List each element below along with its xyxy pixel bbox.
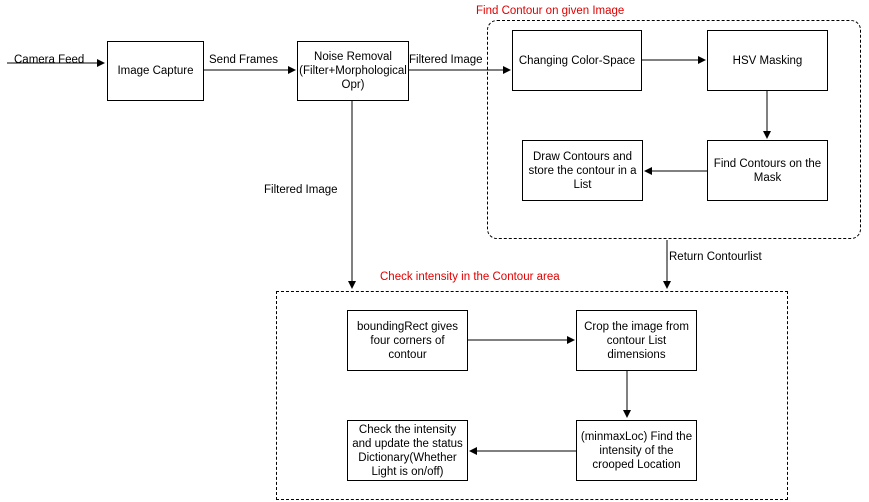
check-intensity-box: Check the intensity and update the statu… (347, 420, 468, 481)
check-intensity-text: Check the intensity and update the statu… (352, 423, 463, 478)
changing-color-space-text: Changing Color-Space (518, 54, 636, 67)
crop-image-text: Crop the image from contour List dimensi… (584, 320, 689, 361)
find-contours-mask-box: Find Contours on the Mask (707, 140, 828, 201)
check-intensity-group-title: Check intensity in the Contour area (380, 271, 560, 283)
find-contours-mask-text: Find Contours on the Mask (713, 157, 822, 184)
find-contour-group (487, 20, 861, 239)
image-capture-text: Image Capture (117, 65, 194, 77)
filtered-image-label-vertical: Filtered Image (264, 184, 338, 196)
return-contourlist-label: Return Contourlist (669, 251, 762, 263)
find-intensity-text: (minmaxLoc) Find the intensity of the cr… (580, 430, 693, 471)
find-intensity-box: (minmaxLoc) Find the intensity of the cr… (576, 420, 697, 481)
camera-feed-label: Camera Feed (14, 54, 85, 66)
image-capture-box: Image Capture (107, 41, 204, 101)
check-intensity-group (276, 291, 788, 500)
crop-image-box: Crop the image from contour List dimensi… (576, 310, 697, 371)
draw-contours-box: Draw Contours and store the contour in a… (522, 140, 643, 201)
bounding-rect-box: boundingRect gives four corners of conto… (347, 310, 468, 371)
noise-removal-box: Noise Removal (Filter+Morphological Opr) (297, 41, 409, 101)
send-frames-label: Send Frames (209, 54, 279, 66)
draw-contours-text: Draw Contours and store the contour in a… (528, 150, 637, 191)
changing-color-space-box: Changing Color-Space (512, 30, 642, 91)
filtered-image-label-top: Filtered Image (409, 54, 483, 66)
hsv-masking-text: HSV Masking (732, 54, 803, 67)
find-contour-group-title: Find Contour on given Image (476, 5, 625, 17)
bounding-rect-text: boundingRect gives four corners of conto… (356, 320, 458, 361)
hsv-masking-box: HSV Masking (707, 30, 828, 91)
noise-removal-text: Noise Removal (Filter+Morphological Opr) (299, 51, 407, 91)
